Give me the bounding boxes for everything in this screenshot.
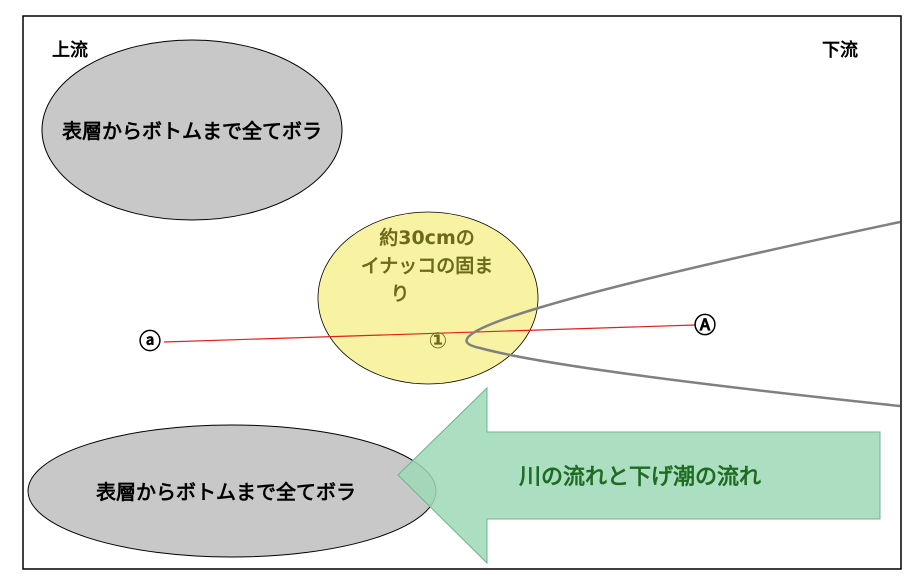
current-boundary-curve <box>465 220 901 408</box>
bottom-left-boil-label: 表層からボトムまで全てボラ <box>96 480 356 504</box>
current-flow-label: 川の流れと下げ潮の流れ <box>518 464 761 490</box>
center-school-label-line3: り <box>390 283 409 305</box>
marker-center-1: ① <box>429 329 448 354</box>
marker-left-a: ⓐ <box>139 329 161 355</box>
downstream-label: 下流 <box>822 39 858 61</box>
center-school-label-line1: 約30cmの <box>379 226 475 249</box>
top-left-boil-label: 表層からボトムまで全てボラ <box>62 119 322 143</box>
upstream-label: 上流 <box>52 39 88 61</box>
top-left-boil-ellipse <box>41 39 343 221</box>
marker-right-a: Ⓐ <box>694 313 716 339</box>
red-cast-line <box>163 324 696 343</box>
current-flow-arrow <box>397 386 881 565</box>
center-school-circle <box>317 211 539 385</box>
center-school-label-line2: イナッコの固ま <box>361 255 494 277</box>
